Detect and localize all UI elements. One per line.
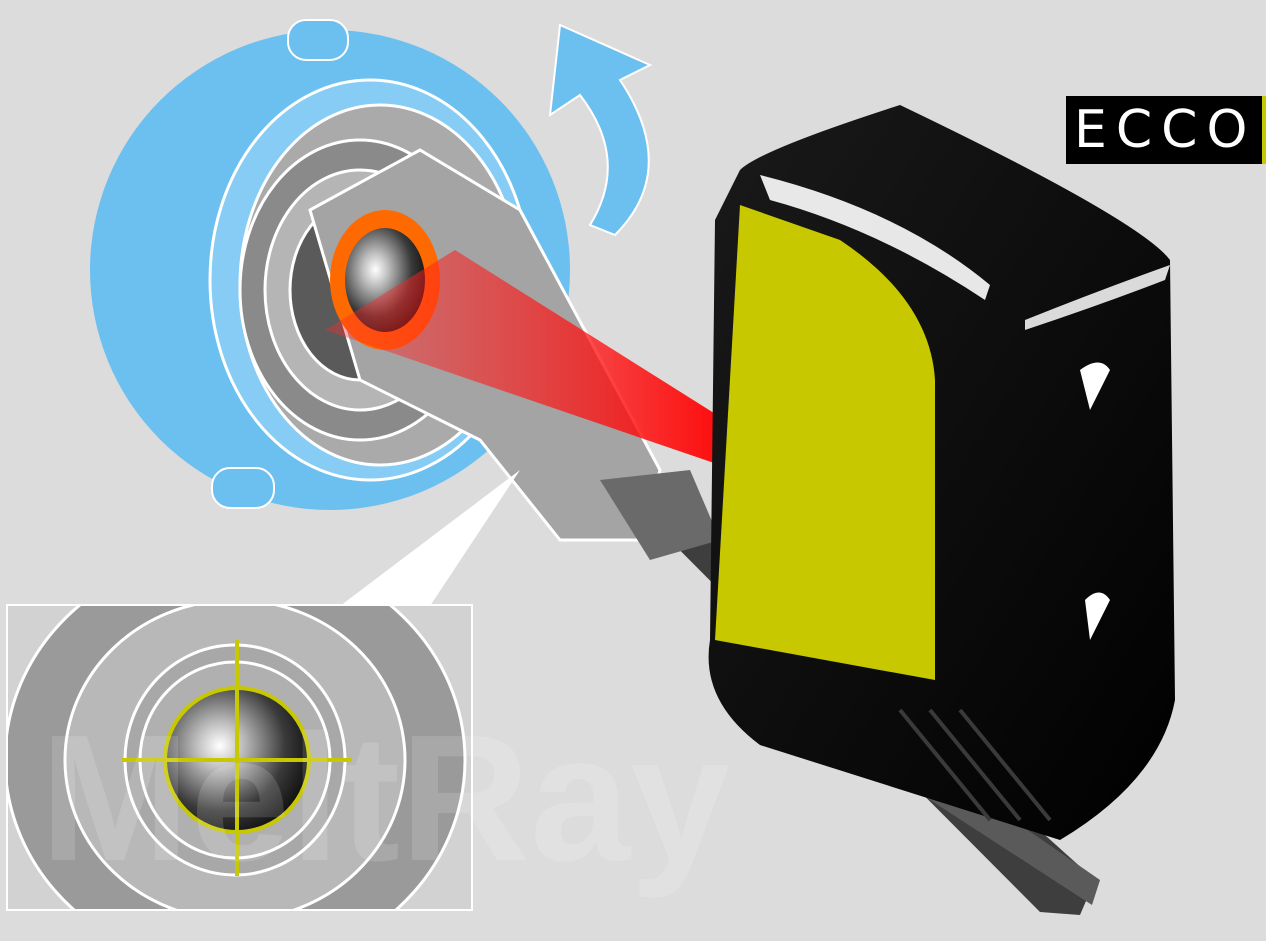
- watermark: MeltRay: [40, 698, 730, 899]
- rotate-arrow-icon: [550, 25, 650, 235]
- brand-accent-bar: [1262, 96, 1266, 164]
- laser-sensor: [709, 105, 1175, 840]
- brand-logo: ECCO: [1066, 96, 1266, 164]
- brand-text: ECCO: [1066, 96, 1262, 164]
